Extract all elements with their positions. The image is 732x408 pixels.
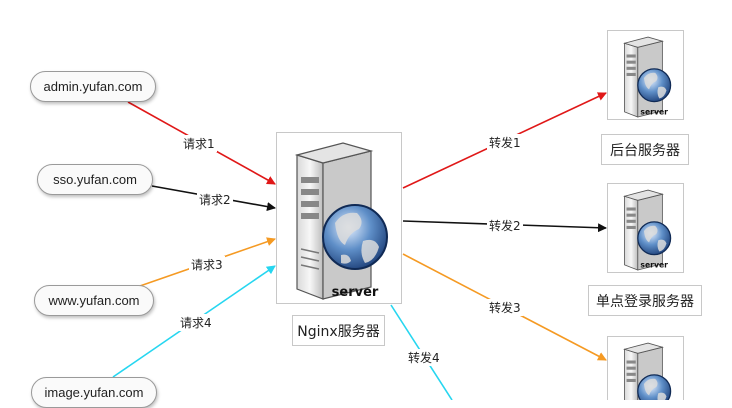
forward-4-label: 转发4 — [406, 349, 442, 366]
forward-2-label: 转发2 — [487, 217, 523, 234]
backend-server-2-caption: 单点登录服务器 — [588, 285, 702, 316]
request-3-label: 请求3 — [189, 256, 225, 273]
backend-2-icon-text: server — [640, 260, 668, 269]
server-globe-icon: server — [622, 342, 672, 400]
server-globe-icon: server — [622, 36, 672, 118]
backend-server-1-caption: 后台服务器 — [601, 134, 689, 165]
forward-3-label: 转发3 — [487, 299, 523, 316]
backend-1-icon-text: server — [640, 107, 668, 116]
client-admin[interactable]: admin.yufan.com — [30, 71, 156, 102]
request-4-label: 请求4 — [178, 314, 214, 331]
server-globe-icon: server — [294, 142, 388, 300]
request-1-label: 请求1 — [181, 135, 217, 152]
request-2-label: 请求2 — [197, 191, 233, 208]
nginx-icon-text: server — [332, 285, 379, 300]
backend-server-1-node[interactable]: server — [607, 30, 684, 120]
client-sso[interactable]: sso.yufan.com — [37, 164, 153, 195]
server-globe-icon: server — [622, 189, 672, 271]
client-image[interactable]: image.yufan.com — [31, 377, 157, 408]
forward-1-label: 转发1 — [487, 134, 523, 151]
backend-server-2-node[interactable]: server — [607, 183, 684, 273]
client-www[interactable]: www.yufan.com — [34, 285, 154, 316]
nginx-server-node[interactable]: server — [276, 132, 402, 304]
nginx-server-caption: Nginx服务器 — [292, 315, 385, 346]
backend-server-3-node[interactable]: server — [607, 336, 684, 400]
